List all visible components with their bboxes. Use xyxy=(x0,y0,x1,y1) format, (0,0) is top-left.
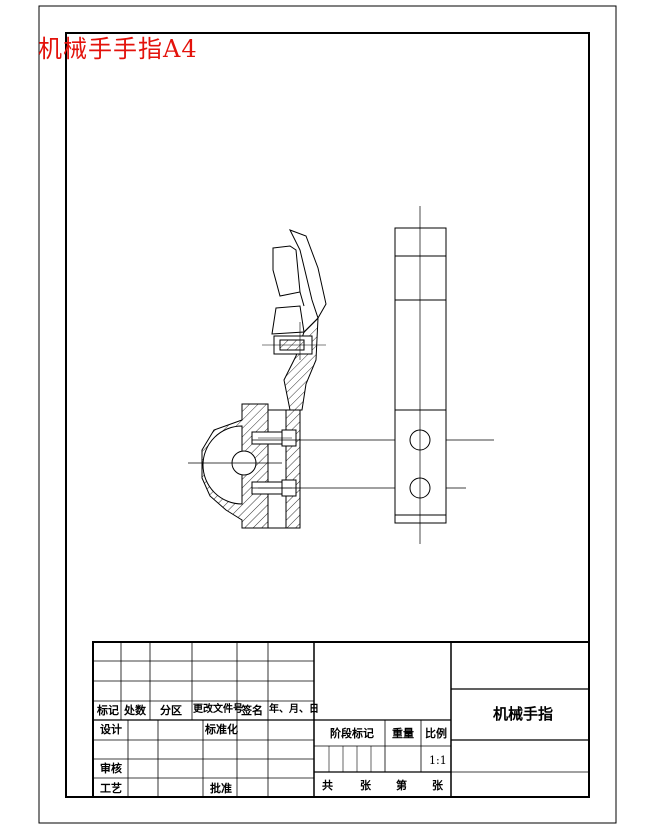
header-mark: 标记 xyxy=(97,704,119,717)
label-review: 审核 xyxy=(100,762,122,775)
side-hole-upper xyxy=(409,429,431,451)
header-signature: 签名 xyxy=(241,704,263,717)
header-zone: 分区 xyxy=(160,704,182,717)
title-block xyxy=(92,641,590,798)
fingertip-pad xyxy=(272,245,301,297)
side-view xyxy=(394,206,447,544)
header-date: 年、月、日 xyxy=(269,704,319,715)
label-standardization: 标准化 xyxy=(205,723,238,736)
label-process: 工艺 xyxy=(100,782,122,795)
label-design: 设计 xyxy=(100,723,122,736)
drawing-frame xyxy=(65,32,590,798)
header-count: 处数 xyxy=(124,704,146,717)
scale-value: 1:1 xyxy=(429,754,447,767)
label-approve: 批准 xyxy=(210,782,232,795)
header-change-doc: 更改文件号 xyxy=(193,704,243,715)
fingertip-lower-pad xyxy=(271,305,305,335)
label-weight: 重量 xyxy=(392,727,414,740)
label-stage-mark: 阶段标记 xyxy=(330,727,374,740)
label-sheet-unit: 张 xyxy=(432,779,443,792)
finger-arm-upper xyxy=(288,229,327,320)
side-hole-lower xyxy=(409,477,431,499)
label-sheet-no: 第 xyxy=(396,779,407,792)
page-title: 机械手手指A4 xyxy=(38,35,198,63)
side-body xyxy=(394,227,447,524)
pivot-housing xyxy=(202,425,243,505)
label-sheets: 张 xyxy=(360,779,371,792)
outer-border xyxy=(38,5,617,824)
label-scale: 比例 xyxy=(425,727,447,740)
front-view xyxy=(188,229,494,529)
label-total: 共 xyxy=(322,779,333,792)
part-name: 机械手指 xyxy=(493,705,554,723)
